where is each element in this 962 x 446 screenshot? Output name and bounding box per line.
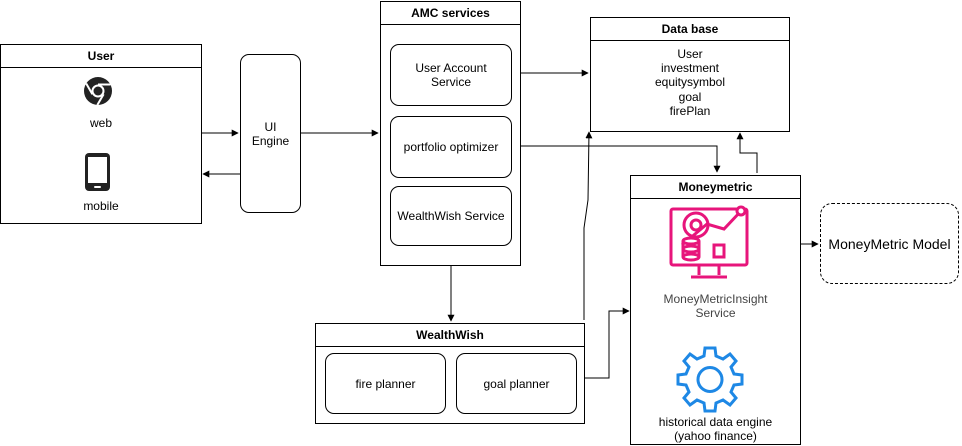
- edge-optimizer-to-moneymetric: [511, 145, 721, 173]
- amc-services-title: AMC services: [381, 2, 520, 25]
- database-item-fireplan: firePlan: [669, 104, 711, 118]
- wealthwish-container: WealthWish fire planner goal planner: [315, 323, 585, 424]
- moneymetric-container: Moneymetric MoneyMetricInsight Service h…: [630, 175, 801, 445]
- moneymetric-insight-service-label: MoneyMetricInsight Service: [663, 292, 768, 320]
- edge-moneymetric-to-database: [736, 132, 758, 173]
- user-container: User web mobile: [0, 44, 202, 224]
- portfolio-optimizer-label: portfolio optimizer: [403, 140, 499, 154]
- wealthwish-service-label: WealthWish Service: [397, 209, 505, 223]
- goal-planner-label: goal planner: [483, 376, 550, 391]
- ui-engine: UI Engine: [240, 54, 301, 213]
- chrome-icon: [83, 76, 113, 106]
- user-title: User: [1, 45, 201, 68]
- database-item-investment: investment: [660, 61, 720, 75]
- wealthwish-service: WealthWish Service: [390, 186, 512, 246]
- web-label: web: [89, 116, 112, 130]
- portfolio-optimizer: portfolio optimizer: [390, 116, 512, 178]
- wealthwish-title: WealthWish: [316, 324, 584, 347]
- user-account-service: User Account Service: [390, 44, 512, 106]
- database-item-equitysymbol: equitysymbol: [654, 75, 726, 89]
- user-account-service-label: User Account Service: [415, 61, 487, 89]
- database-container: Data base User investment equitysymbol g…: [590, 17, 790, 132]
- analytics-monitor-icon: [669, 201, 751, 279]
- moneymetric-model: MoneyMetric Model: [820, 203, 959, 284]
- goal-planner: goal planner: [456, 353, 577, 414]
- historical-data-engine-label: historical data engine (yahoo finance): [658, 415, 773, 443]
- mobile-label: mobile: [83, 199, 119, 213]
- database-item-goal: goal: [678, 90, 702, 104]
- mobile-phone-icon: [84, 152, 111, 192]
- edge-goal-planner-to-moneymetric: [577, 307, 630, 379]
- amc-services-container: AMC services User Account Service portfo…: [380, 1, 521, 266]
- edge-wealthwish-to-database: [583, 131, 593, 320]
- database-title: Data base: [591, 18, 789, 41]
- gear-icon: [675, 344, 745, 414]
- moneymetric-title: Moneymetric: [631, 176, 800, 199]
- fire-planner-label: fire planner: [355, 376, 416, 391]
- ui-engine-label: UI Engine: [251, 119, 290, 148]
- moneymetric-model-label: MoneyMetric Model: [828, 235, 951, 252]
- database-item-user: User: [677, 47, 703, 61]
- fire-planner: fire planner: [325, 353, 446, 414]
